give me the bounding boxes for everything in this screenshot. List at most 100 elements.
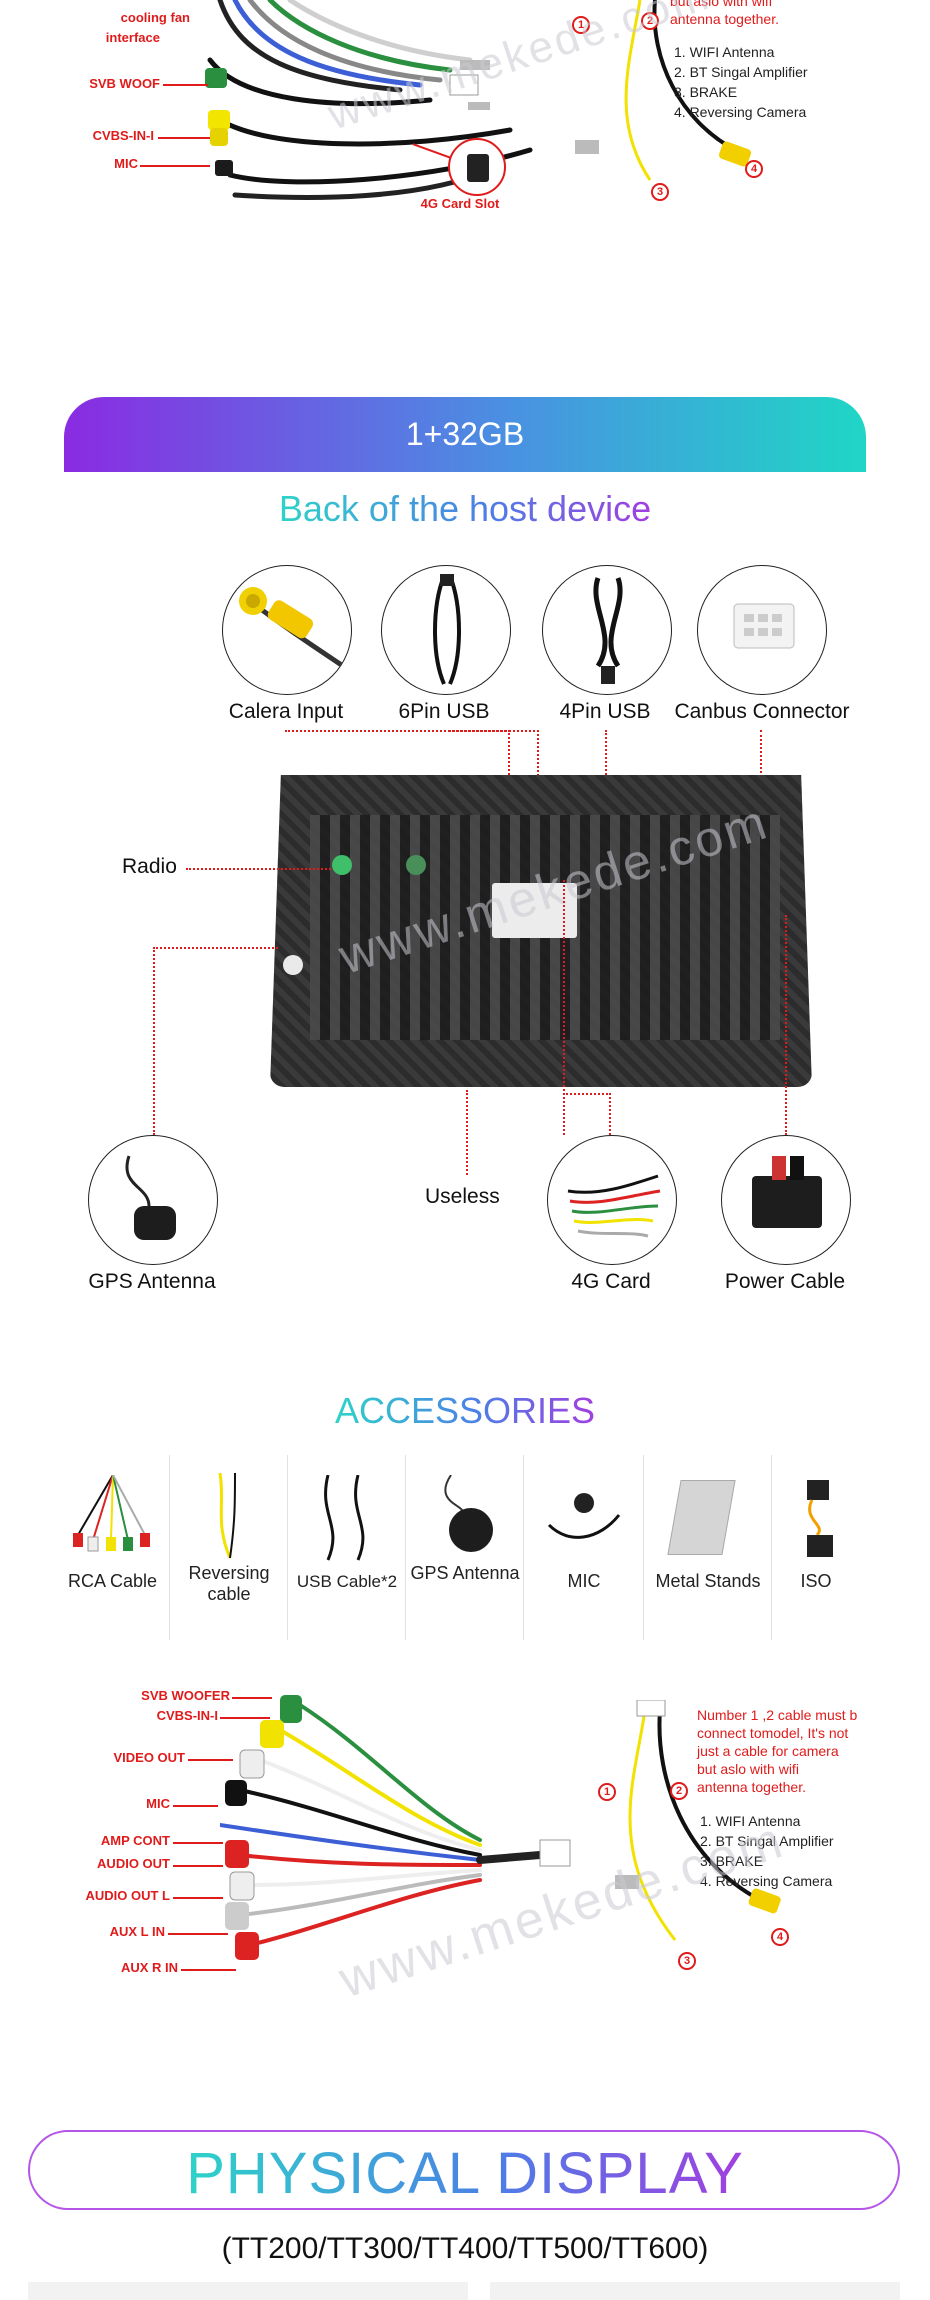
note-line: antenna together. (697, 1779, 806, 1795)
mic-icon (547, 1493, 621, 1539)
label-cooling-fan: cooling fan (120, 10, 190, 25)
badge-4: 4 (771, 1928, 789, 1946)
label-aux-l-in: AUX L IN (109, 1924, 165, 1939)
note-line: but aslo with wifi (697, 1761, 799, 1777)
guide-line (285, 730, 510, 790)
accessory-rca-cable: RCA Cable (55, 1455, 170, 1640)
leader-line (168, 1933, 228, 1935)
label-audio-out: AUDIO OUT (97, 1856, 170, 1871)
antenna-harness-graphic (615, 1700, 781, 1941)
badge-3: 3 (678, 1952, 696, 1970)
label-power-cable: Power Cable (724, 1270, 846, 1293)
accessories-title: ACCESSORIES (334, 1390, 596, 1431)
accessory-usb-cable: USB Cable*2 (288, 1455, 406, 1640)
accessory-label: Metal Stands (655, 1571, 761, 1591)
rca-harness-graphic (220, 1695, 571, 1960)
note-line-1: but aslo with wifi (670, 0, 772, 9)
list-item: 3. BRAKE (700, 1853, 764, 1869)
gps-antenna-icon (125, 1155, 176, 1240)
usb-cable-icon (324, 1475, 365, 1561)
badge-4: 4 (745, 160, 763, 178)
accessory-label: RCA Cable (67, 1571, 158, 1591)
gps-antenna-icon (444, 1475, 493, 1552)
leader-line (173, 1897, 223, 1899)
model-list: (TT200/TT300/TT400/TT500/TT600) (221, 2232, 709, 2265)
antenna-port (406, 855, 426, 875)
badge-1: 1 (598, 1783, 616, 1801)
leader-line (158, 137, 210, 139)
badge-1: 1 (572, 16, 590, 34)
leader-line (173, 1805, 218, 1807)
guide-line (444, 730, 539, 780)
display-preview-right (490, 2282, 900, 2300)
list-item: 3. BRAKE (674, 84, 738, 100)
list-item: 1. WIFI Antenna (700, 1813, 801, 1829)
host-section-title: Back of the host device (278, 488, 652, 529)
accessory-label: ISO (800, 1571, 832, 1591)
label-cvbs-in: CVBS-IN-I (92, 128, 154, 143)
rca-plug-icon (239, 587, 345, 669)
reversing-cable-icon (218, 1473, 236, 1559)
display-preview-left (28, 2282, 468, 2300)
usb-cable-icon (593, 577, 623, 684)
note-line: connect tomodel, It's not (697, 1725, 849, 1741)
label-4g-card: 4G Card (571, 1270, 651, 1293)
power-connector-icon (752, 1156, 822, 1228)
sim-slot-icon (467, 154, 489, 182)
harness-icon (567, 1174, 661, 1238)
list-item: 4. Reversing Camera (674, 104, 807, 120)
label-mic: MIC (114, 156, 138, 171)
connector-icon (733, 603, 795, 649)
badge-2: 2 (641, 12, 659, 30)
label-interface: interface (105, 30, 160, 45)
accessory-label: USB Cable*2 (296, 1572, 398, 1591)
leader-line (163, 84, 208, 86)
badge-2: 2 (670, 1782, 688, 1800)
note-line: Number 1 ,2 cable must b (697, 1707, 858, 1723)
guide-line (563, 880, 611, 1135)
power-cable-circle (721, 1135, 851, 1265)
harness-top-graphic (205, 0, 533, 200)
list-item: 2. BT Singal Amplifier (674, 64, 808, 80)
list-item: 4. Reversing Camera (700, 1873, 833, 1889)
accessory-iso: ISO (772, 1455, 860, 1640)
label-mic: MIC (146, 1796, 170, 1811)
guide-line (605, 730, 607, 775)
label-aux-r-in: AUX R IN (120, 1960, 178, 1975)
label-cvbs-in: CVBS-IN-I (156, 1708, 218, 1723)
label-4g-card-slot: 4G Card Slot (420, 196, 500, 211)
accessory-label: GPS Antenna (410, 1563, 520, 1583)
list-item: 1. WIFI Antenna (674, 44, 775, 60)
label-gps-antenna: GPS Antenna (88, 1270, 216, 1293)
leader-line (173, 1865, 223, 1867)
guide-line (153, 947, 278, 1135)
accessory-label: MIC (567, 1571, 601, 1591)
leader-line (220, 1717, 270, 1719)
accessory-gps-antenna: GPS Antenna (406, 1455, 524, 1640)
label-amp-cont: AMP CONT (100, 1833, 170, 1848)
leader-line (181, 1969, 236, 1971)
6pin-usb-circle (381, 565, 511, 695)
badge-3: 3 (651, 183, 669, 201)
note-line-2: antenna together. (670, 11, 779, 27)
leader-line (173, 1842, 223, 1844)
label-canbus-connector: Canbus Connector (674, 700, 850, 723)
canbus-connector-circle (697, 565, 827, 695)
usb-cable-icon (433, 574, 461, 685)
accessory-metal-stands: Metal Stands (644, 1455, 772, 1640)
label-4pin-usb: 4Pin USB (559, 700, 651, 723)
physical-display-frame (28, 2130, 900, 2210)
mount-hole (283, 955, 303, 975)
guide-line (785, 915, 787, 1135)
guide-line (186, 868, 331, 870)
guide-line (466, 1090, 468, 1175)
label-useless: Useless (425, 1185, 500, 1208)
banner-title: 1+32GB (405, 416, 525, 452)
accessory-reversing-cable: Reversing cable (170, 1455, 288, 1640)
metal-stand-icon (667, 1480, 736, 1555)
iso-connector-icon (807, 1480, 833, 1557)
note-line: just a cable for camera (697, 1743, 839, 1759)
label-svb-woof: SVB WOOF (89, 76, 160, 91)
leader-line (188, 1759, 233, 1761)
4g-card-circle (547, 1135, 677, 1265)
